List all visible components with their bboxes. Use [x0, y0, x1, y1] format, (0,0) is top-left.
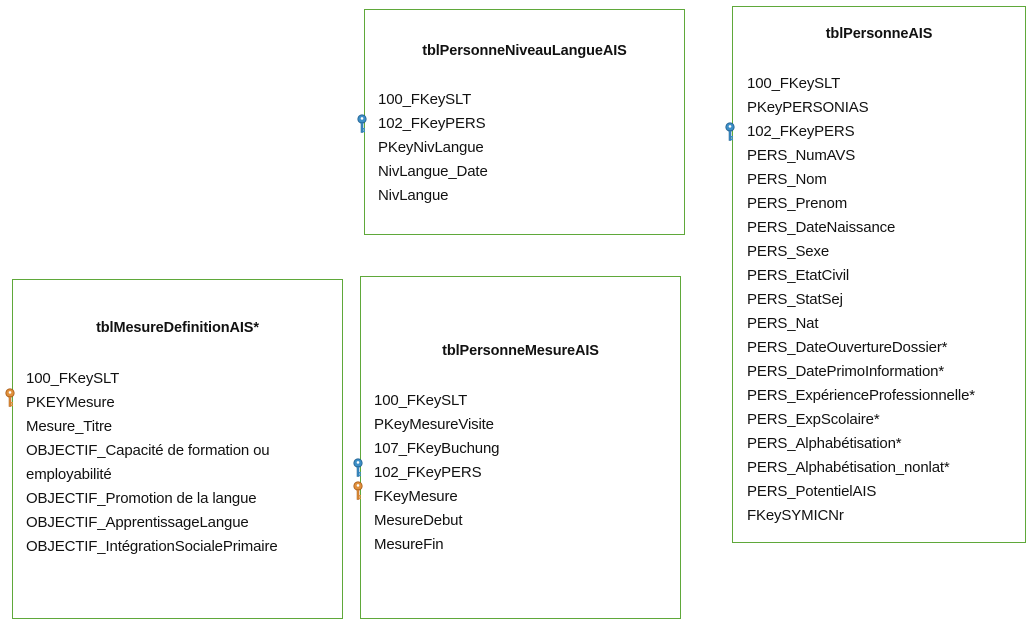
field-pers-datenaissance: PERS_DateNaissance: [747, 219, 896, 236]
field-mesure-titre: Mesure_Titre: [26, 418, 113, 435]
field-nivlangue-date: NivLangue_Date: [378, 163, 488, 180]
field-pers-statsej: PERS_StatSej: [747, 291, 843, 308]
primary-key-icon: [353, 481, 363, 500]
field-pers-nat: PERS_Nat: [747, 315, 819, 332]
field-pers-experienceprofessionnelle: PERS_ExpérienceProfessionnelle*: [747, 387, 975, 404]
field-mesurefin: MesureFin: [374, 536, 444, 553]
field-107-fkeybuchung: 107_FKeyBuchung: [374, 440, 500, 457]
field-pers-etatcivil: PERS_EtatCivil: [747, 267, 850, 284]
field-100-fkeyslt: 100_FKeySLT: [374, 392, 468, 409]
field-objectif-integration-sociale: OBJECTIF_IntégrationSocialePrimaire: [26, 538, 278, 555]
table-title: tblPersonneMesureAIS: [442, 343, 599, 359]
field-pers-alphabetisation: PERS_Alphabétisation*: [747, 435, 902, 452]
table-title: tblPersonneNiveauLangueAIS: [422, 43, 627, 59]
table-title: tblPersonneAIS: [825, 26, 933, 42]
field-fkeysymicnr: FKeySYMICNr: [747, 507, 844, 524]
field-102-fkeypers: 102_FKeyPERS: [378, 115, 486, 132]
field-nivlangue: NivLangue: [378, 187, 449, 204]
field-objectif-capacite: OBJECTIF_Capacité de formation ou: [26, 442, 270, 459]
field-pers-nom: PERS_Nom: [747, 171, 827, 188]
field-pers-sexe: PERS_Sexe: [747, 243, 830, 260]
field-pkeymesure: PKEYMesure: [26, 394, 115, 411]
field-102-fkeypers: 102_FKeyPERS: [747, 123, 855, 140]
field-pkeypersonias: PKeyPERSONIAS: [747, 99, 869, 116]
field-pers-potentielais: PERS_PotentielAIS: [747, 483, 877, 500]
field-102-fkeypers: 102_FKeyPERS: [374, 464, 482, 481]
foreign-key-icon: [353, 458, 363, 477]
field-pers-dateouverturedossier: PERS_DateOuvertureDossier*: [747, 339, 948, 356]
foreign-key-icon: [357, 114, 367, 133]
field-100-fkeyslt: 100_FKeySLT: [747, 75, 841, 92]
field-100-fkeyslt: 100_FKeySLT: [378, 91, 472, 108]
field-objectif-apprentissage-langue: OBJECTIF_ApprentissageLangue: [26, 514, 249, 531]
field-pers-alphabetisation-nonlat: PERS_Alphabétisation_nonlat*: [747, 459, 950, 476]
table-personne[interactable]: tblPersonneAIS 100_FKeySLT PKeyPERSONIAS…: [725, 6, 1026, 543]
foreign-key-icon: [725, 122, 735, 141]
field-pers-expscolaire: PERS_ExpScolaire*: [747, 411, 880, 428]
field-objectif-capacite-cont: employabilité: [26, 466, 112, 483]
table-personne-niveau-langue[interactable]: tblPersonneNiveauLangueAIS 100_FKeySLT 1…: [357, 9, 685, 235]
field-pers-dateprimoinformation: PERS_DatePrimoInformation*: [747, 363, 945, 380]
table-mesure-definition[interactable]: tblMesureDefinitionAIS* 100_FKeySLT PKEY…: [5, 279, 343, 619]
table-title: tblMesureDefinitionAIS*: [96, 320, 259, 336]
field-100-fkeyslt: 100_FKeySLT: [26, 370, 120, 387]
field-pkeymesurevisite: PKeyMesureVisite: [374, 416, 494, 433]
table-personne-mesure[interactable]: tblPersonneMesureAIS 100_FKeySLT PKeyMes…: [353, 276, 681, 619]
field-fkeymesure: FKeyMesure: [374, 488, 458, 505]
field-mesuredebut: MesureDebut: [374, 512, 463, 529]
field-pers-numavs: PERS_NumAVS: [747, 147, 856, 164]
field-pkeynivlangue: PKeyNivLangue: [378, 139, 484, 156]
field-pers-prenom: PERS_Prenom: [747, 195, 848, 212]
field-objectif-promotion-langue: OBJECTIF_Promotion de la langue: [26, 490, 257, 507]
primary-key-icon: [5, 388, 15, 407]
